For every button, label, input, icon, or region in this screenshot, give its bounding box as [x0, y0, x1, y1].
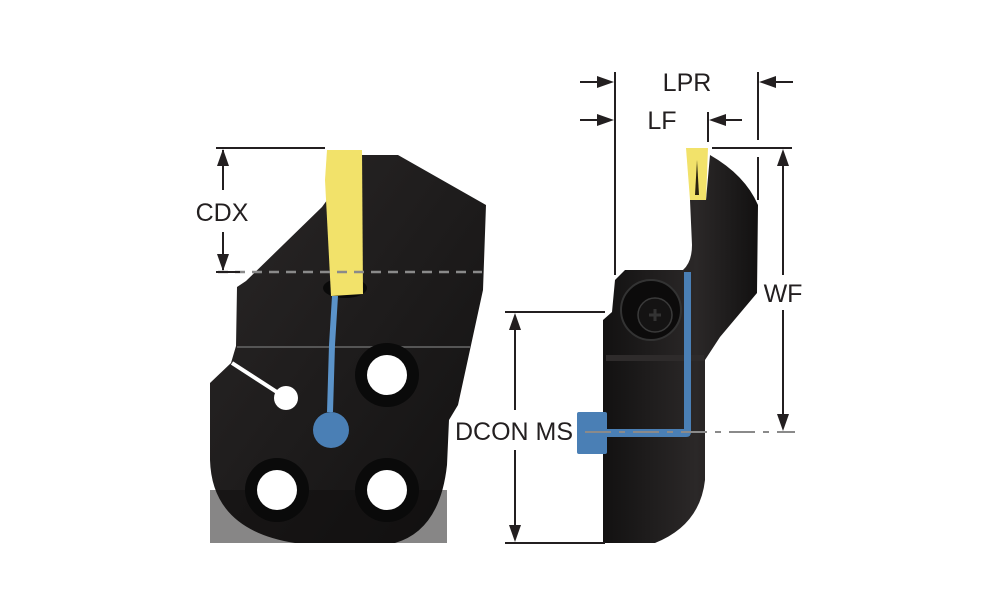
mounting-hole	[245, 458, 309, 522]
lf-dimension: LF	[580, 107, 742, 142]
wf-dimension: WF	[712, 147, 803, 431]
coolant-inlet	[313, 412, 349, 448]
lpr-label: LPR	[663, 69, 712, 97]
clamp-screw	[620, 279, 682, 341]
wf-label: WF	[764, 280, 803, 308]
cdx-label: CDX	[196, 199, 249, 227]
mounting-hole	[355, 458, 419, 522]
coolant-channel	[327, 296, 338, 412]
side-view: LPR LF WF DCON MS	[455, 69, 803, 544]
lf-label: LF	[647, 107, 676, 135]
cdx-dimension: CDX	[196, 147, 325, 273]
dcon-ms-dimension: DCON MS	[455, 311, 605, 544]
mounting-hole	[355, 343, 419, 407]
pin-leader	[230, 361, 285, 398]
cutting-insert	[325, 150, 363, 296]
lpr-dimension: LPR	[580, 69, 793, 275]
tool-body-side	[603, 155, 758, 543]
body-edge-line	[606, 355, 704, 361]
front-view: CDX	[196, 147, 486, 543]
insert-chipbreaker	[695, 160, 699, 195]
tool-body	[210, 155, 486, 543]
dcon-ms-label: DCON MS	[455, 418, 573, 446]
locating-pin	[274, 386, 298, 410]
